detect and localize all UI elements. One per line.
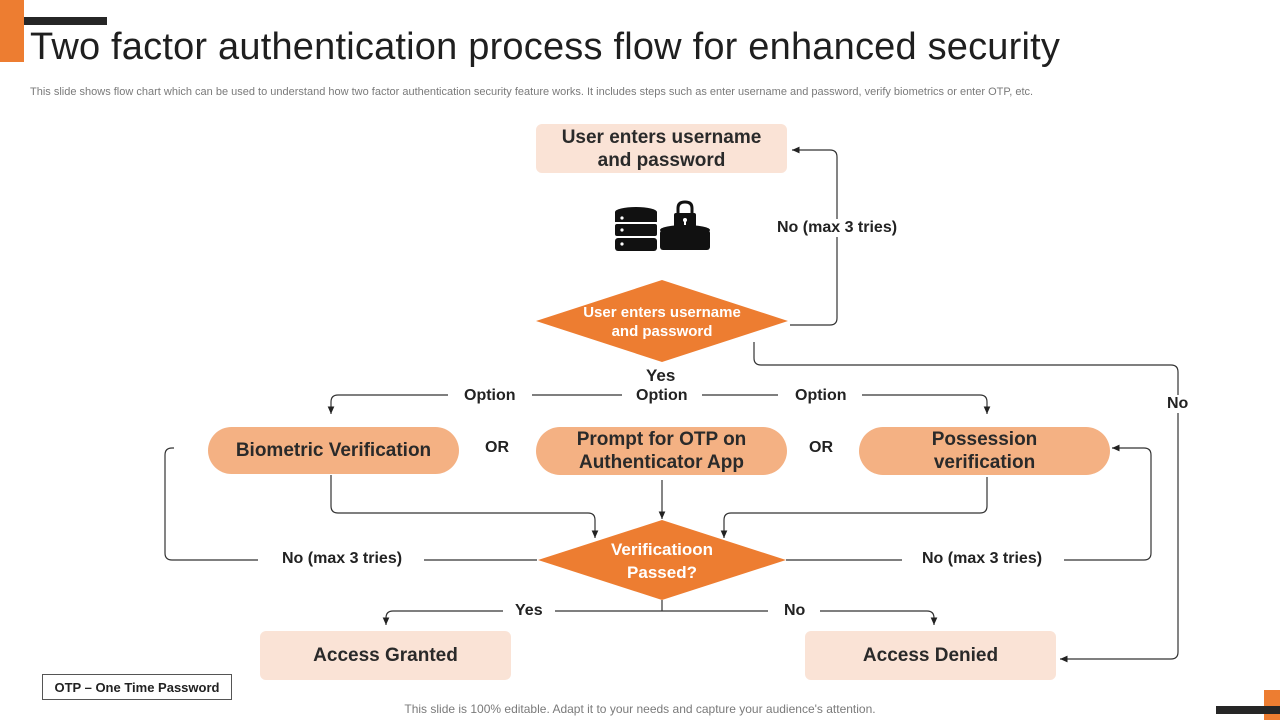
decision-verification-label: Verificatioon Passed? (610, 540, 714, 582)
database-lock-icon (615, 200, 710, 251)
decision-diamond-verification (538, 520, 786, 600)
decision-credentials-label: User enters username and password (583, 304, 741, 340)
node-start: User enters username and password (536, 124, 787, 173)
footer-note: This slide is 100% editable. Adapt it to… (404, 702, 876, 716)
connector-retry-right-b (1064, 444, 1152, 561)
corner-accent-top-left (0, 0, 24, 62)
connector-biometric-down (330, 475, 599, 538)
label-or-left: OR (479, 439, 515, 457)
node-access-denied: Access Denied (805, 631, 1056, 680)
connector-no-denied (753, 342, 1179, 663)
label-option-right: Option (789, 387, 853, 405)
decision-diamond-credentials (536, 280, 788, 362)
connector-retry-left-b (164, 447, 258, 561)
connector-yes-left (382, 610, 503, 625)
label-no-retry-right: No (max 3 tries) (916, 550, 1049, 568)
connector-possession-down (720, 477, 988, 538)
corner-bar-bottom (1216, 706, 1280, 714)
corner-bar-top (24, 17, 107, 25)
label-yes-bottom: Yes (509, 602, 549, 620)
label-option-mid: Option (630, 387, 694, 405)
label-no-retry-left: No (max 3 tries) (276, 550, 409, 568)
node-possession: Possession verification (859, 427, 1110, 475)
connector-option-left (327, 394, 448, 414)
node-otp: Prompt for OTP on Authenticator App (536, 427, 787, 475)
label-no-right: No (1161, 395, 1195, 413)
legend-otp: OTP – One Time Password (42, 674, 232, 700)
label-no-bottom: No (778, 602, 812, 620)
label-option-left: Option (458, 387, 522, 405)
connector-option-right (862, 394, 991, 414)
label-or-right: OR (803, 439, 839, 457)
label-yes: Yes (640, 366, 682, 386)
page-title: Two factor authentication process flow f… (30, 26, 1061, 68)
connector-no-right (820, 610, 938, 625)
node-biometric: Biometric Verification (208, 427, 459, 474)
label-no-retry-top: No (max 3 tries) (771, 219, 904, 237)
node-access-granted: Access Granted (260, 631, 511, 680)
page-subtitle: This slide shows flow chart which can be… (30, 86, 1034, 98)
connector-retry-top (790, 146, 838, 326)
